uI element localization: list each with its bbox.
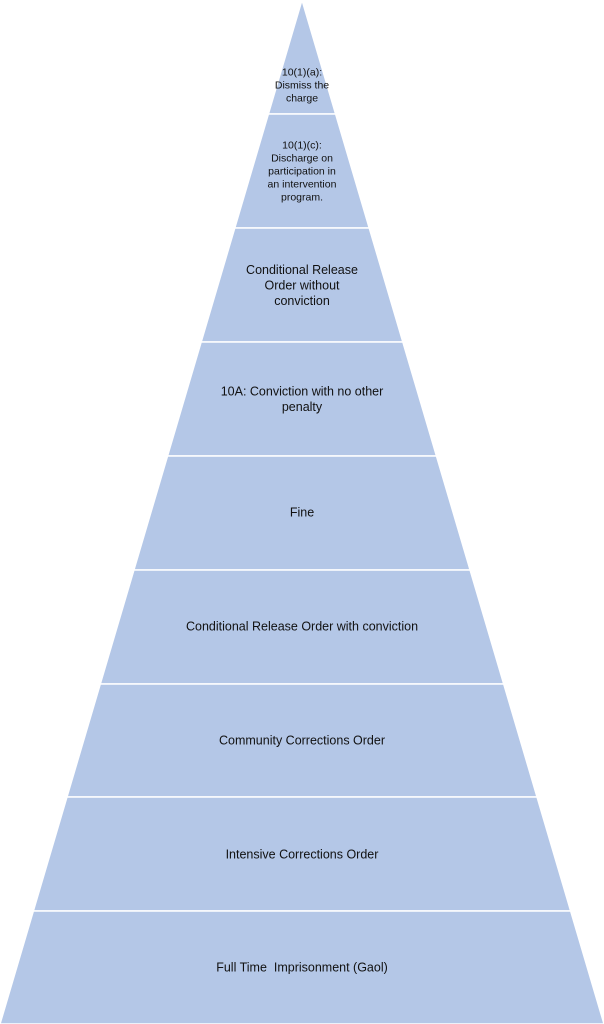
pyramid-tier-9: [0, 910, 604, 1024]
pyramid-tier-3-label-line: conviction: [274, 294, 330, 308]
pyramid-tier-2-label-line: program.: [281, 192, 323, 204]
pyramid-tier-2-label-line: an intervention: [268, 179, 337, 191]
pyramid-tier-4-label-line: penalty: [282, 400, 323, 414]
pyramid-tier-5-label: Fine: [290, 505, 314, 519]
pyramid-tier-8-label: Intensive Corrections Order: [226, 847, 379, 861]
pyramid-tier-1-label-line: Dismiss the: [275, 80, 329, 92]
pyramid-tier-3-label-line: Order without: [264, 278, 340, 292]
pyramid-tier-7-label: Community Corrections Order: [219, 733, 385, 747]
pyramid-tier-2-label-line: Discharge on: [271, 153, 333, 165]
pyramid-tier-6-label: Conditional Release Order with convictio…: [186, 619, 418, 633]
pyramid-tier-9-label: Full Time Imprisonment (Gaol): [216, 960, 388, 974]
pyramid-tier-3-label-line: Conditional Release: [246, 263, 358, 277]
pyramid-tier-8-label-line: Intensive Corrections Order: [226, 847, 379, 861]
pyramid-tier-4-label-line: 10A: Conviction with no other: [221, 385, 384, 399]
pyramid-tier-2-label-line: participation in: [268, 166, 336, 178]
pyramid-tier-9-label-line: Full Time Imprisonment (Gaol): [216, 960, 388, 974]
pyramid-tier-5-label-line: Fine: [290, 505, 314, 519]
pyramid-tier-1-label-line: 10(1)(a):: [282, 67, 322, 79]
pyramid-tier-2-label-line: 10(1)(c):: [282, 140, 322, 152]
pyramid-tier-7-label-line: Community Corrections Order: [219, 733, 385, 747]
pyramid-tier-1-label-line: charge: [286, 93, 318, 105]
pyramid-tier-6-label-line: Conditional Release Order with convictio…: [186, 619, 418, 633]
pyramid-tier-4: [166, 341, 438, 457]
